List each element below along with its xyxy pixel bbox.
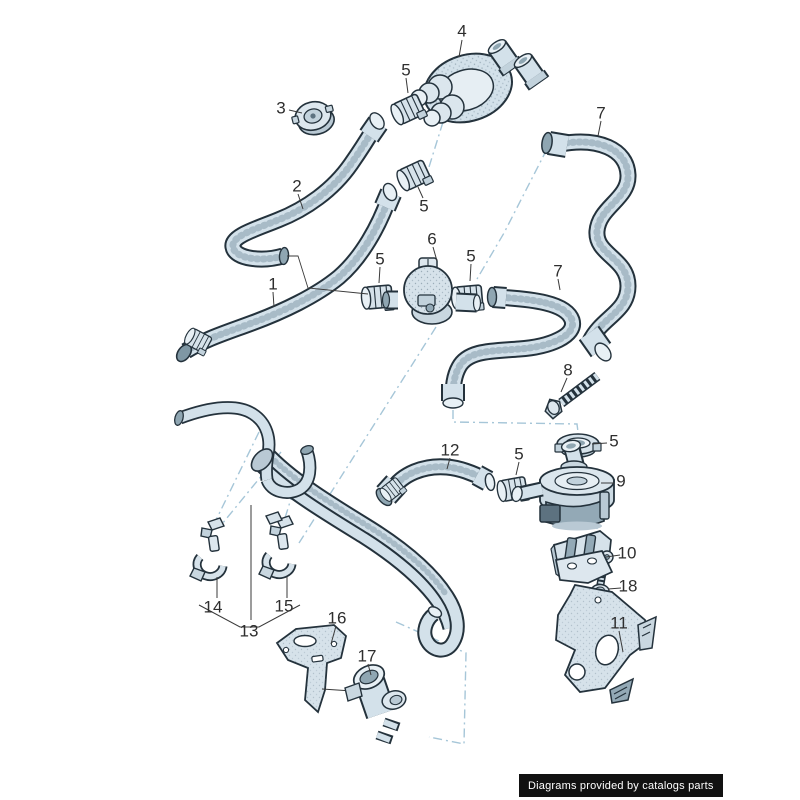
part-callout-6[interactable]: 6	[427, 229, 437, 249]
pipe-stub-a	[487, 39, 524, 77]
pipe-stub-b	[513, 53, 550, 91]
part-callout-1[interactable]: 1	[268, 274, 278, 294]
part-callout-7[interactable]: 7	[553, 261, 563, 281]
part-callout-5[interactable]: 5	[514, 444, 524, 464]
valve-17	[344, 664, 407, 745]
footer-credit-text: Diagrams provided by catalogs parts	[528, 779, 714, 792]
part-callout-5[interactable]: 5	[419, 196, 429, 216]
part-callout-14[interactable]: 14	[203, 597, 223, 617]
clamp-5b	[393, 158, 435, 196]
footer-badge: Diagrams provided by catalogs parts	[519, 774, 723, 797]
part-callout-9[interactable]: 9	[616, 471, 626, 491]
part-callout-18[interactable]: 18	[618, 576, 638, 596]
part-callout-17[interactable]: 17	[357, 646, 377, 666]
hose-7-upper	[541, 131, 637, 362]
clip-14	[190, 518, 224, 581]
leader-lines	[198, 39, 624, 676]
hose-1	[175, 182, 402, 363]
hose-12	[375, 458, 496, 507]
pump-9	[511, 439, 615, 531]
part-callout-2[interactable]: 2	[292, 176, 302, 196]
screw-8	[544, 371, 601, 420]
part-callout-4[interactable]: 4	[457, 21, 467, 41]
hose-7-lower	[441, 286, 581, 409]
part-callout-16[interactable]: 16	[327, 608, 347, 628]
clip-15	[259, 511, 293, 579]
part-callout-5[interactable]: 5	[375, 249, 385, 269]
part-callout-11[interactable]: 11	[610, 613, 628, 633]
part-callout-12[interactable]: 12	[440, 440, 460, 460]
hose-assembly-13	[174, 401, 465, 658]
bracket-16	[275, 624, 353, 714]
cap-3	[291, 100, 335, 136]
bracket-11	[554, 550, 657, 704]
part-callout-10[interactable]: 10	[617, 543, 637, 563]
valve-6	[381, 257, 482, 325]
part-callout-5[interactable]: 5	[609, 431, 619, 451]
part-callout-13[interactable]: 13	[239, 621, 259, 641]
hose-2	[224, 112, 388, 268]
part-callout-7[interactable]: 7	[596, 103, 606, 123]
part-callout-5[interactable]: 5	[401, 60, 411, 80]
part-callout-5[interactable]: 5	[466, 246, 476, 266]
part-callout-8[interactable]: 8	[563, 360, 573, 380]
part-callout-3[interactable]: 3	[276, 98, 286, 118]
flange-4	[410, 52, 513, 127]
part-callout-15[interactable]: 15	[274, 596, 294, 616]
